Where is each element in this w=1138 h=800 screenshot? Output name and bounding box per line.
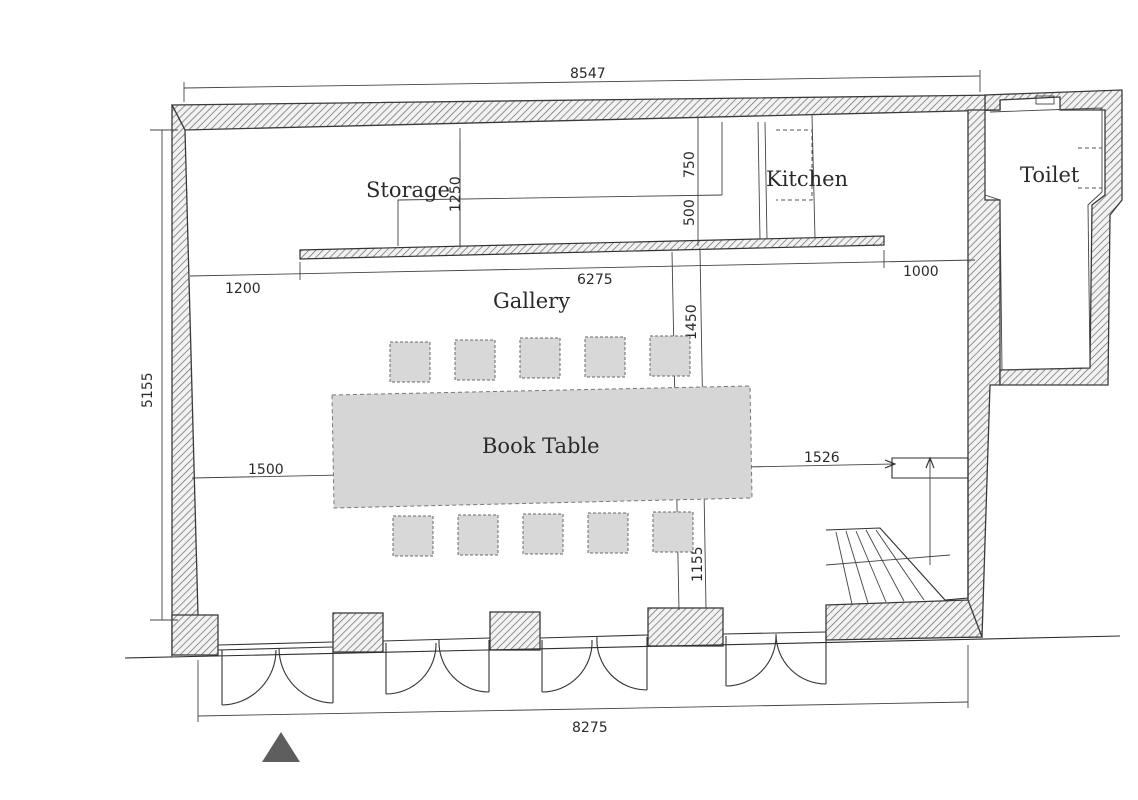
dim-top-width: 8547 [570,66,606,82]
dim-left-height: 5155 [140,372,156,408]
chair [584,336,626,378]
chair [519,337,561,379]
door-swing-icon [725,635,777,687]
gallery-counter [299,235,885,260]
door-swing-icon [438,639,490,693]
chair [652,511,694,553]
door-swing-icon [385,642,437,695]
left-wall [171,104,199,658]
dim-table-front: 1155 [690,546,706,582]
door-swing-icon [775,633,827,685]
door-swing-icon [596,636,648,691]
storage-shelf [397,194,723,246]
staircase [825,456,969,605]
dim-gallery-left: 1200 [225,281,261,297]
dim-gallery-depth: 1450 [684,304,700,340]
door-swing-icon [221,649,277,706]
chair [522,513,564,555]
kitchen-unit [776,129,813,201]
bottom-pillar-3 [489,611,541,651]
chair [649,335,691,377]
chair [454,339,496,381]
outer-walls [124,94,1121,659]
stair-arrow-icon [925,456,935,469]
chair [587,512,629,554]
bottom-pillar-5 [825,599,983,641]
bottom-pillar-4 [647,607,724,647]
chair [392,515,434,557]
chairs-bottom-row [392,511,694,557]
chair [389,341,431,383]
ground-line [124,635,1121,659]
toilet-annex: Toilet [984,89,1123,386]
chair [457,514,499,556]
dim-gallery-right: 1000 [903,264,939,280]
kitchen-wall-right [811,114,816,239]
toilet-inner [984,107,1103,371]
dim-table-right: 1526 [804,450,840,466]
chairs-top-row [389,335,691,383]
dim-gallery-span: 6275 [577,272,613,288]
kitchen-wall-left [757,121,761,241]
dim-kitchen-mid: 500 [682,199,698,226]
stair-outline [825,457,969,601]
toilet-fixture-icon [1078,147,1103,189]
toilet-wall [984,89,1123,386]
right-wall [967,109,1001,638]
dim-table-left: 1500 [248,462,284,478]
dim-storage-depth: 1250 [448,176,464,212]
storage-label: Storage [366,178,450,202]
entrance-doors [217,631,827,706]
kitchen-label: Kitchen [766,167,848,191]
book-table [331,385,753,509]
book-table-label: Book Table [482,434,600,458]
toilet-vent [1035,95,1055,105]
dim-arrowhead [884,459,897,469]
bottom-pillar-1 [171,614,219,656]
dimension-lines: 8547 5155 1200 6275 1000 750 500 1250 14… [140,66,981,736]
door-swing-icon [278,647,334,704]
upper-rooms: Storage Kitchen [299,114,885,260]
kitchen-wall-left-2 [764,121,768,241]
dim-bottom-width: 8275 [572,720,608,736]
bottom-pillar-2 [332,612,384,653]
door-swing-icon [541,639,593,693]
gallery-label: Gallery [493,289,570,313]
top-wall [170,94,1001,131]
dim-kitchen-top: 750 [682,151,698,178]
triangle-up-icon [262,732,300,762]
toilet-label: Toilet [1020,163,1080,187]
